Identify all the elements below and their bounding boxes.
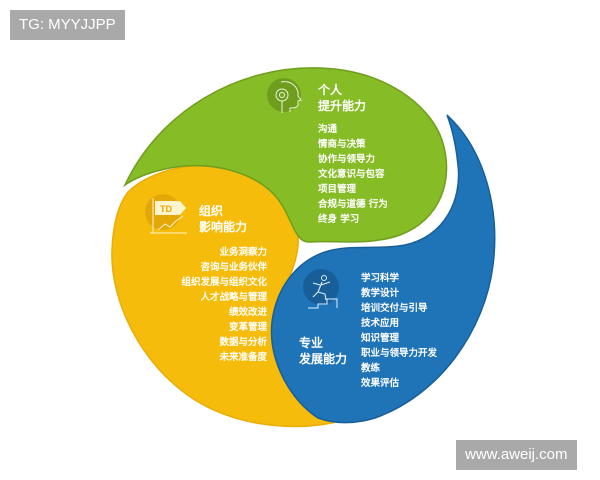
personal-items-list: 沟通 情商与决策 协作与领导力 文化意识与包容 项目管理 合规与道德 行为 终身… [318, 122, 388, 227]
personal-segment [123, 67, 448, 243]
climbing-stairs-icon [303, 269, 339, 309]
list-item: 学习科学 [361, 273, 400, 284]
list-item: 人才战略与管理 [200, 292, 267, 303]
list-item: 效果评估 [361, 378, 400, 389]
list-item: 绩效改进 [228, 307, 267, 318]
list-item: 项目管理 [318, 184, 357, 195]
watermark-bottom: www.aweij.com [456, 440, 577, 470]
organizational-title: 组织 影响能力 [199, 203, 247, 235]
personal-title-line2: 提升能力 [318, 99, 367, 113]
list-item: 数据与分析 [219, 337, 267, 348]
professional-segment [270, 114, 496, 424]
list-item: 技术应用 [361, 318, 400, 329]
professional-title: 专业 发展能力 [299, 335, 347, 367]
list-item: 未来准备度 [219, 352, 267, 363]
list-item: 合规与道德 行为 [318, 199, 388, 210]
list-item: 变革管理 [228, 322, 267, 333]
list-item: 培训交付与引导 [361, 303, 428, 314]
list-item: 教练 [361, 363, 381, 374]
list-item: 知识管理 [361, 333, 400, 344]
organizational-items-list: 业务洞察力 咨询与业务伙伴 组织发展与组织文化 人才战略与管理 绩效改进 变革管… [140, 245, 267, 365]
td-flag-chart-icon: TD [145, 194, 187, 234]
professional-title-line1: 专业 [299, 336, 324, 350]
list-item: 协作与领导力 [318, 154, 376, 165]
organizational-title-line2: 影响能力 [199, 220, 248, 234]
list-item: 职业与领导力开发 [361, 348, 438, 359]
organizational-title-line1: 组织 [199, 204, 224, 218]
list-item: 教学设计 [361, 288, 400, 299]
list-item: 沟通 [318, 124, 338, 135]
head-gear-icon [267, 78, 302, 113]
list-item: 情商与决策 [318, 139, 366, 150]
personal-title: 个人 提升能力 [318, 82, 366, 114]
list-item: 组织发展与组织文化 [181, 277, 267, 288]
list-item: 文化意识与包容 [318, 169, 385, 180]
list-item: 业务洞察力 [219, 247, 267, 258]
professional-title-line2: 发展能力 [299, 352, 348, 366]
td-icon-text: TD [160, 204, 172, 214]
list-item: 终身 学习 [318, 214, 360, 225]
personal-title-line1: 个人 [318, 83, 343, 97]
professional-items-list: 学习科学 教学设计 培训交付与引导 技术应用 知识管理 职业与领导力开发 教练 … [361, 271, 437, 391]
list-item: 咨询与业务伙伴 [200, 262, 267, 273]
watermark-top: TG: MYYJJPP [10, 10, 125, 40]
